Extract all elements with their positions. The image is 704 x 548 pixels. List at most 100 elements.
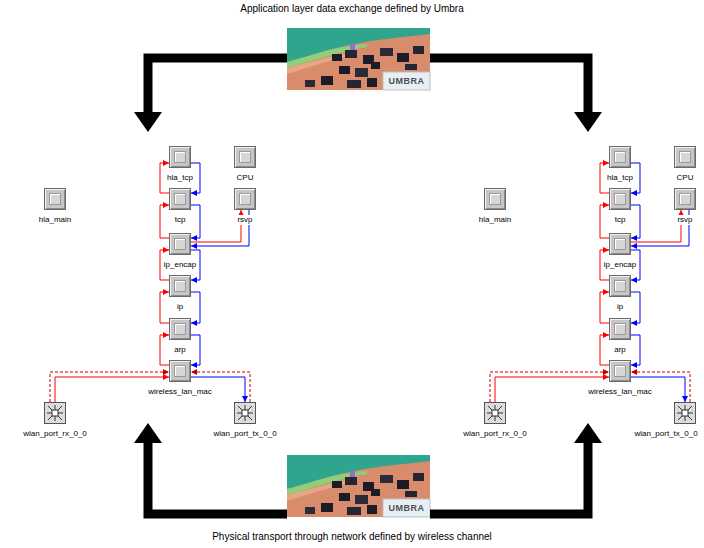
process-module: ip_encap [161,233,200,270]
module-label-row: wireless_lan_mac [145,384,215,397]
port-mark [242,410,248,416]
process-module: hla_tcp [164,146,196,183]
module-label: tcp [614,215,627,225]
packet-stream [160,335,169,365]
module-label-row: hla_main [36,212,75,225]
process-module: ip [167,275,193,312]
flow-arrow [148,441,287,514]
module-label-row: CPU [232,170,258,183]
packet-stream [631,205,640,238]
packet-stream [191,205,200,238]
module-icon [609,233,631,255]
module-label: wireless_lan_mac [147,387,213,397]
process-module: wireless_lan_mac [145,360,215,397]
logo-text: UMBRA [383,502,430,514]
process-module: tcp [607,188,633,225]
module-face [614,365,626,377]
module-icon [609,360,631,382]
module-label: wlan_port_rx_0_0 [22,429,88,439]
module-icon [674,146,696,168]
module-label-row: wireless_lan_mac [585,384,655,397]
packet-stream [600,205,609,238]
packet-stream [600,335,609,365]
packet-stream [631,210,681,242]
port-icon [674,402,696,424]
port-module: wlan_port_rx_0_0 [460,402,530,439]
module-label: hla_main [38,215,72,225]
packet-stream [600,292,609,323]
port-mark [678,406,692,420]
module-label: CPU [676,173,695,183]
port-symbol [485,403,505,423]
module-label-row: tcp [167,212,193,225]
packet-stream [160,205,169,238]
module-label-row: ip_encap [601,257,640,270]
module-label-row: tcp [607,212,633,225]
process-module: hla_tcp [604,146,636,183]
port-symbol [675,403,695,423]
module-icon [169,146,191,168]
module-icon [169,360,191,382]
module-icon [674,188,696,210]
arrowhead [134,423,162,443]
packet-stream [160,292,169,323]
process-module: rsvp [672,188,698,225]
module-label: rsvp [236,215,253,225]
module-label: ip [176,302,184,312]
module-face [489,193,501,205]
module-icon [609,188,631,210]
module-label-row: ip [607,299,633,312]
process-module: ip_encap [601,233,640,270]
module-label: arp [173,345,187,355]
port-mark [238,406,252,420]
module-icon [169,318,191,340]
module-icon [484,188,506,210]
caption-text: Physical transport through network defin… [0,531,704,543]
module-face [614,151,626,163]
module-icon [234,146,256,168]
port-icon [234,402,256,424]
module-face [679,193,691,205]
flow-arrows [148,58,588,514]
module-label-row: rsvp [232,212,258,225]
process-module: wireless_lan_mac [585,360,655,397]
module-label: wlan_port_tx_0_0 [633,429,698,439]
module-face [679,151,691,163]
umbra-image [287,455,430,517]
module-label-row: wlan_port_rx_0_0 [460,426,530,439]
module-face [49,193,61,205]
port-mark [682,410,688,416]
logo-text: UMBRA [383,75,430,87]
module-icon [169,275,191,297]
module-icon [609,146,631,168]
port-mark [52,410,58,416]
port-mark [48,406,62,420]
module-label: wlan_port_rx_0_0 [462,429,528,439]
flow-arrow [430,58,588,114]
module-face [239,193,251,205]
module-face [174,280,186,292]
module-label-row: arp [167,342,193,355]
module-face [239,151,251,163]
module-face [174,323,186,335]
module-icon [234,188,256,210]
port-mark [48,406,62,420]
packet-stream [631,292,640,323]
packet-stream [191,210,241,242]
module-label-row: hla_main [476,212,515,225]
module-face [614,193,626,205]
module-label-row: CPU [672,170,698,183]
packet-stream [191,335,200,365]
module-label: CPU [236,173,255,183]
port-mark [488,406,502,420]
arrowhead [574,423,602,443]
port-symbol [45,403,65,423]
port-symbol [235,403,255,423]
flow-arrowheads [134,112,602,443]
module-label: hla_main [478,215,512,225]
arrowhead [574,112,602,132]
module-label: wireless_lan_mac [587,387,653,397]
module-icon [169,233,191,255]
